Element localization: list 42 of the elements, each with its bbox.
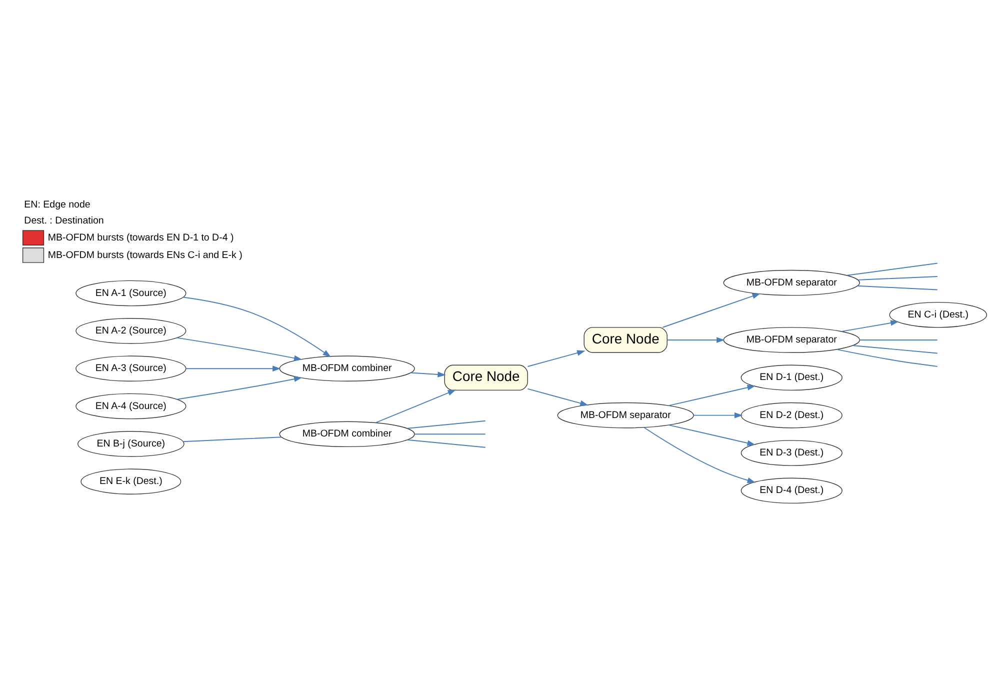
- legend-label: MB-OFDM bursts (towards ENs C-i and E-k ): [47, 249, 242, 260]
- connector: [414, 433, 486, 434]
- node-box: Core Node: [583, 326, 667, 352]
- node-ellipse: EN A-4 (Source): [75, 392, 186, 419]
- arrow: [662, 292, 760, 328]
- node-ellipse: EN D-2 (Dest.): [740, 402, 842, 428]
- node-ellipse: MB-OFDM separator: [556, 402, 694, 428]
- arrow: [184, 365, 280, 371]
- arrow: [176, 336, 302, 360]
- node-ellipse: MB-OFDM separator: [722, 326, 860, 352]
- connector: [856, 284, 938, 290]
- arrow: [840, 320, 898, 332]
- node-ellipse: MB-OFDM separator: [722, 269, 860, 296]
- connector: [858, 339, 938, 340]
- connector: [846, 262, 938, 276]
- connector: [406, 420, 486, 428]
- arrow: [410, 371, 446, 377]
- arrow: [692, 412, 742, 418]
- arrow: [643, 426, 756, 483]
- arrow: [668, 424, 756, 446]
- node-ellipse: EN E-k (Dest.): [80, 468, 181, 494]
- node-box: Core Node: [444, 364, 528, 390]
- node-ellipse: MB-OFDM combiner: [278, 420, 414, 447]
- arrow: [374, 389, 456, 423]
- connector: [856, 276, 938, 280]
- arrow: [666, 336, 724, 342]
- arrow: [176, 376, 302, 400]
- label: EN: Edge node: [24, 199, 90, 210]
- arrow: [182, 296, 331, 357]
- node-ellipse: EN A-2 (Source): [75, 318, 186, 344]
- arrow: [668, 384, 756, 406]
- connector: [836, 348, 938, 366]
- arrow: [526, 388, 588, 406]
- arrow: [526, 350, 585, 366]
- node-ellipse: EN B-j (Source): [77, 430, 184, 456]
- node-ellipse: EN A-3 (Source): [75, 355, 186, 381]
- legend-label: MB-OFDM bursts (towards EN D-1 to D-4 ): [47, 232, 234, 243]
- connector: [182, 436, 282, 442]
- connector: [852, 344, 938, 354]
- node-ellipse: EN A-1 (Source): [75, 280, 186, 306]
- label: Dest. : Destination: [24, 215, 104, 226]
- connector: [406, 438, 486, 448]
